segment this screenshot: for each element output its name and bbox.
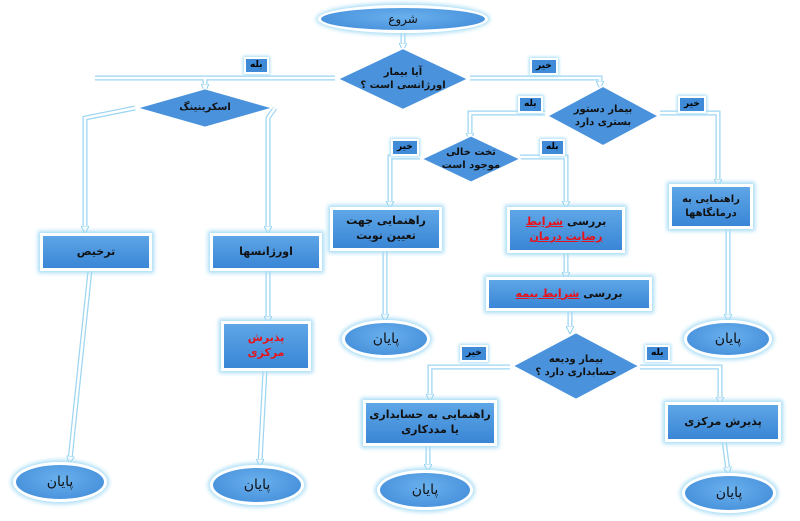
decision-text: موجود است bbox=[441, 160, 501, 171]
box-text-highlight: شرایط bbox=[525, 215, 564, 229]
clinics-box: راهنمایی به درمانگاهها bbox=[669, 184, 753, 229]
end-node: پایان bbox=[13, 462, 107, 502]
end-label: پایان bbox=[715, 484, 743, 501]
box-text: راهنمایی به bbox=[682, 194, 740, 205]
emergencies-box: اورژانسها bbox=[210, 233, 322, 271]
decision-text: اورژانسی است ؟ bbox=[360, 80, 446, 91]
decision-text: بستری دارد bbox=[574, 117, 632, 128]
end-node: پایان bbox=[210, 465, 304, 505]
box-text: درمانگاهها bbox=[685, 207, 737, 219]
box-text-highlight: رضایت درمان bbox=[529, 230, 603, 243]
yes-label: بله bbox=[518, 96, 543, 113]
no-label: خیر bbox=[678, 96, 706, 113]
decision-deposit: بیمار ودیعه حسابداری دارد ؟ bbox=[510, 331, 642, 401]
yes-label: بله bbox=[244, 57, 269, 74]
end-node: پایان bbox=[684, 320, 772, 358]
box-text: بررسی bbox=[583, 286, 623, 300]
box-text: اورژانسها bbox=[239, 244, 293, 258]
decision-text: اسکرینینگ bbox=[179, 102, 231, 114]
end-node: پایان bbox=[342, 320, 430, 358]
start-node: شروع bbox=[318, 5, 488, 33]
box-text: بررسی bbox=[566, 215, 607, 229]
end-label: پایان bbox=[372, 330, 400, 347]
decision-text: بیمار ودیعه bbox=[548, 353, 604, 365]
box-text: مرکزی bbox=[247, 346, 285, 359]
end-label: پایان bbox=[46, 473, 74, 490]
no-label: خیر bbox=[460, 345, 488, 362]
decision-text: حسابداری دارد ؟ bbox=[535, 367, 617, 378]
yes-label: بله bbox=[540, 139, 565, 156]
yes-label: بله bbox=[645, 345, 670, 362]
box-text: یا مددکاری bbox=[401, 423, 459, 436]
end-node: پایان bbox=[377, 470, 473, 510]
start-label: شروع bbox=[388, 11, 418, 26]
decision-screening: اسکرینینگ bbox=[135, 88, 275, 128]
decision-admission-order: بیمار دستور بستری دارد bbox=[545, 85, 661, 147]
box-text: پذیرش مرکزی bbox=[684, 414, 762, 428]
decision-emergency: آیا بیمار اورژانسی است ؟ bbox=[335, 47, 471, 111]
decision-bed: تخت خالی موجود است bbox=[420, 135, 522, 183]
end-label: پایان bbox=[243, 476, 271, 493]
box-text-highlight: شرایط بیمه bbox=[515, 286, 580, 300]
central-admission-box: پذیرش مرکزی bbox=[665, 402, 781, 442]
end-node: پایان bbox=[682, 473, 776, 513]
box-text: پذیرش bbox=[247, 331, 285, 345]
decision-text: تخت خالی bbox=[446, 146, 496, 158]
box-text: راهنمایی به حسابداری bbox=[369, 408, 491, 422]
end-label: پایان bbox=[714, 330, 742, 347]
box-text: ترخیص bbox=[76, 244, 116, 258]
insurance-box: بررسی شرایط بیمه bbox=[486, 277, 652, 311]
end-label: پایان bbox=[411, 481, 439, 498]
decision-text: آیا بیمار bbox=[383, 66, 423, 78]
no-label: خیر bbox=[530, 58, 558, 75]
box-text: تعیین نوبت bbox=[356, 229, 416, 242]
box-text: راهنمایی جهت bbox=[346, 214, 426, 228]
discharge-box: ترخیص bbox=[40, 233, 152, 271]
no-label: خیر bbox=[391, 139, 419, 156]
decision-text: بیمار دستور bbox=[573, 103, 633, 115]
